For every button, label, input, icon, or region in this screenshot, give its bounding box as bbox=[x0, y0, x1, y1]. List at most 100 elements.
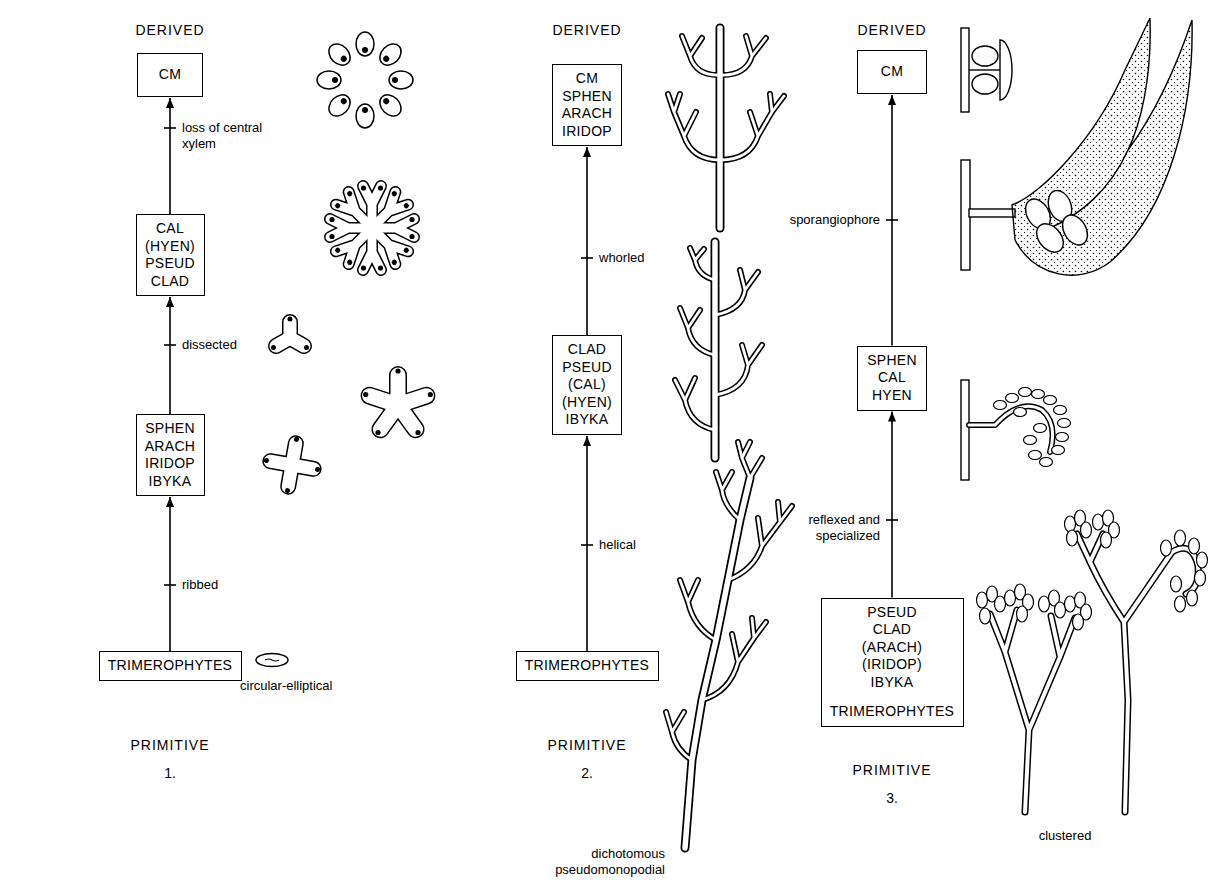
stele-ring bbox=[332, 77, 338, 83]
tick-mark bbox=[164, 127, 176, 129]
clustered-figure bbox=[1039, 596, 1050, 612]
stele-ring bbox=[362, 47, 368, 53]
five-ribbed-stele bbox=[370, 375, 427, 429]
level-label: PRIMITIVE bbox=[852, 762, 931, 779]
bract-figure bbox=[1057, 211, 1092, 250]
column-number: 3. bbox=[886, 790, 898, 807]
clustered-figure bbox=[1017, 606, 1028, 622]
tick-mark bbox=[164, 344, 176, 346]
clustered-figure bbox=[1171, 576, 1182, 592]
reflexed-figure bbox=[1058, 419, 1071, 428]
sporangiophore-figure bbox=[961, 28, 969, 112]
reflexed-figure bbox=[969, 406, 1053, 452]
five-ribbed-stele bbox=[395, 368, 400, 373]
clustered-figure bbox=[977, 592, 988, 608]
evolution-arrow bbox=[891, 412, 893, 598]
clustered-figure bbox=[990, 610, 1075, 812]
taxon-box: CM SPHEN ARACH IRIDOP bbox=[552, 64, 622, 146]
stele-ring bbox=[382, 97, 390, 105]
reflexed-figure bbox=[961, 380, 1071, 480]
taxon-box: TRIMEROPHYTES bbox=[99, 651, 242, 681]
taxon-box: SPHEN CAL HYEN bbox=[857, 346, 927, 411]
tick-mark bbox=[581, 544, 593, 546]
stele-ring bbox=[325, 91, 355, 121]
bract-figure bbox=[969, 209, 1015, 217]
trait-label: dissected bbox=[182, 337, 237, 353]
reflexed-figure bbox=[994, 401, 1007, 410]
dissected-stele bbox=[329, 185, 414, 270]
level-label: DERIVED bbox=[857, 22, 926, 39]
dichotomous-branching bbox=[666, 442, 792, 848]
feature-label: dichotomous pseudomonopodial bbox=[555, 846, 665, 877]
stele-ring bbox=[389, 71, 413, 89]
clustered-figure bbox=[1161, 540, 1172, 556]
helical-branching bbox=[675, 248, 762, 430]
whorled-branching bbox=[716, 28, 725, 228]
stele-ring bbox=[362, 107, 368, 113]
five-ribbed-stele bbox=[363, 392, 368, 397]
taxon-list: CM bbox=[881, 63, 903, 81]
trait-label: sporangiophore bbox=[790, 212, 880, 228]
sporangiophore-figure bbox=[1000, 40, 1012, 100]
taxon-list: CM SPHEN ARACH IRIDOP bbox=[562, 70, 613, 140]
taxon-box: TRIMEROPHYTES bbox=[516, 651, 659, 681]
level-label: PRIMITIVE bbox=[547, 737, 626, 754]
evolution-arrow bbox=[169, 98, 171, 214]
taxon-list: CM bbox=[159, 66, 181, 84]
helical-branching bbox=[675, 242, 762, 458]
column-number: 1. bbox=[164, 765, 176, 782]
reflexed-figure bbox=[1054, 406, 1067, 415]
four-ribbed-stele bbox=[285, 488, 291, 494]
level-label: DERIVED bbox=[552, 22, 621, 39]
evolution-arrow bbox=[586, 436, 588, 651]
reflexed-figure bbox=[969, 406, 1053, 452]
stele-ring bbox=[356, 32, 374, 56]
clustered-figure bbox=[1055, 602, 1066, 618]
whorled-branching bbox=[717, 28, 723, 228]
three-ribbed-stele bbox=[271, 345, 276, 350]
taxon-list: TRIMEROPHYTES bbox=[830, 703, 954, 721]
five-ribbed-stele bbox=[370, 375, 427, 429]
clustered-figure bbox=[990, 610, 1075, 812]
taxon-list: TRIMEROPHYTES bbox=[525, 657, 649, 675]
dissected-stele bbox=[329, 185, 414, 270]
stele-ring bbox=[376, 40, 406, 70]
clustered-figure bbox=[1197, 552, 1208, 568]
taxon-box: SPHEN ARACH IRIDOP IBYKA bbox=[136, 414, 205, 496]
taxon-box: CM bbox=[857, 50, 927, 94]
taxon-list: SPHEN ARACH IRIDOP IBYKA bbox=[145, 420, 196, 490]
four-ribbed-stele bbox=[259, 432, 325, 498]
four-ribbed-stele bbox=[294, 436, 300, 442]
evolution-arrow bbox=[169, 297, 171, 414]
stele-ring bbox=[356, 32, 374, 56]
clustered-figure bbox=[1065, 596, 1076, 612]
clustered-figure bbox=[1073, 614, 1084, 630]
taxon-box: PSEUD CLAD (ARACH) (IRIDOP) IBYKA TRIMERO… bbox=[821, 598, 964, 727]
evolution-arrow bbox=[169, 497, 171, 651]
taxon-list: PSEUD CLAD (ARACH) (IRIDOP) IBYKA bbox=[862, 604, 922, 692]
elliptical-stele bbox=[256, 654, 288, 667]
dissected-stele bbox=[330, 186, 414, 270]
clustered-figure bbox=[1175, 530, 1186, 546]
clustered-figure bbox=[1005, 590, 1016, 606]
stele-ring bbox=[317, 32, 413, 128]
stele-ring bbox=[376, 91, 406, 121]
four-ribbed-stele bbox=[263, 458, 269, 464]
tick-mark bbox=[886, 219, 898, 221]
taxon-box: CM bbox=[137, 53, 203, 97]
clustered-figure bbox=[980, 608, 991, 624]
clustered-figure bbox=[1093, 514, 1104, 530]
stele-ring bbox=[356, 104, 374, 128]
feature-label: clustered bbox=[1039, 828, 1092, 844]
three-ribbed-stele bbox=[304, 345, 309, 350]
elliptical-stele bbox=[265, 659, 279, 661]
trait-label: reflexed and specialized bbox=[800, 512, 880, 543]
feature-label: circular-elliptical bbox=[240, 678, 332, 694]
stele-ring bbox=[325, 40, 355, 70]
taxon-box: CLAD PSEUD (CAL) (HYEN) IBYKA bbox=[552, 335, 622, 435]
reflexed-figure bbox=[961, 380, 969, 480]
helical-branching bbox=[711, 242, 720, 458]
reflexed-figure bbox=[1006, 394, 1019, 403]
clustered-figure bbox=[977, 510, 1208, 812]
